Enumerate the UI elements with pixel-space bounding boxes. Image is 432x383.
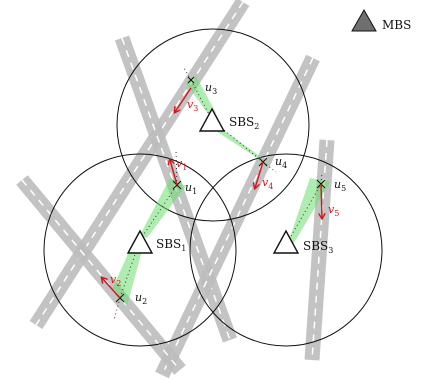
u1-label: u1: [185, 181, 197, 196]
sbs1-triangle-icon: [126, 229, 154, 254]
u2-label: u2: [135, 291, 147, 306]
user-u4: [255, 157, 268, 188]
user-u2: [102, 278, 125, 303]
beam-sbs2-u4: [213, 124, 271, 167]
velocity-arrow: [321, 183, 322, 218]
base-stations: [126, 107, 300, 254]
sbs1-label: SBS1: [156, 237, 186, 253]
beam-sbs1-u2: [112, 240, 144, 306]
sbs2-triangle-icon: [198, 107, 226, 132]
cell-sbs2: [116, 28, 310, 222]
sbs2-label: SBS2: [229, 115, 259, 131]
v2-label: v2: [110, 273, 121, 288]
road-1: [29, 0, 250, 330]
user-u5: [316, 179, 325, 218]
sbs3-triangle-icon: [272, 229, 300, 254]
velocity-arrow: [170, 160, 178, 186]
user-marker-icon: [187, 76, 195, 84]
u4-label: u4: [275, 155, 287, 170]
road-4: [16, 175, 186, 375]
v3-label: v3: [187, 98, 198, 113]
velocity-arrow: [102, 278, 121, 299]
road-3: [155, 54, 320, 379]
filled-triangle-icon: [351, 8, 377, 32]
legend-label: MBS: [382, 18, 411, 32]
road-5: [304, 139, 335, 361]
user-u1: [170, 160, 182, 190]
velocity-arrow: [255, 161, 264, 188]
beam-sbs2-u3: [185, 76, 216, 118]
beam-sbs3-u5: [287, 178, 330, 248]
u5-label: u5: [334, 178, 346, 193]
v5-label: v5: [328, 203, 339, 218]
cell-boundaries: [43, 28, 383, 347]
cell-sbs1: [43, 153, 237, 347]
cell-sbs3: [189, 153, 383, 347]
u3-label: u3: [205, 81, 217, 96]
user-u3: [175, 76, 195, 112]
v4-label: v4: [262, 176, 273, 191]
roads: [16, 0, 335, 379]
legend: MBS: [351, 8, 411, 32]
links: [113, 67, 323, 321]
v1-label: v1: [176, 157, 187, 172]
velocity-arrow: [175, 87, 192, 112]
sbs3-label: SBS3: [303, 239, 333, 255]
